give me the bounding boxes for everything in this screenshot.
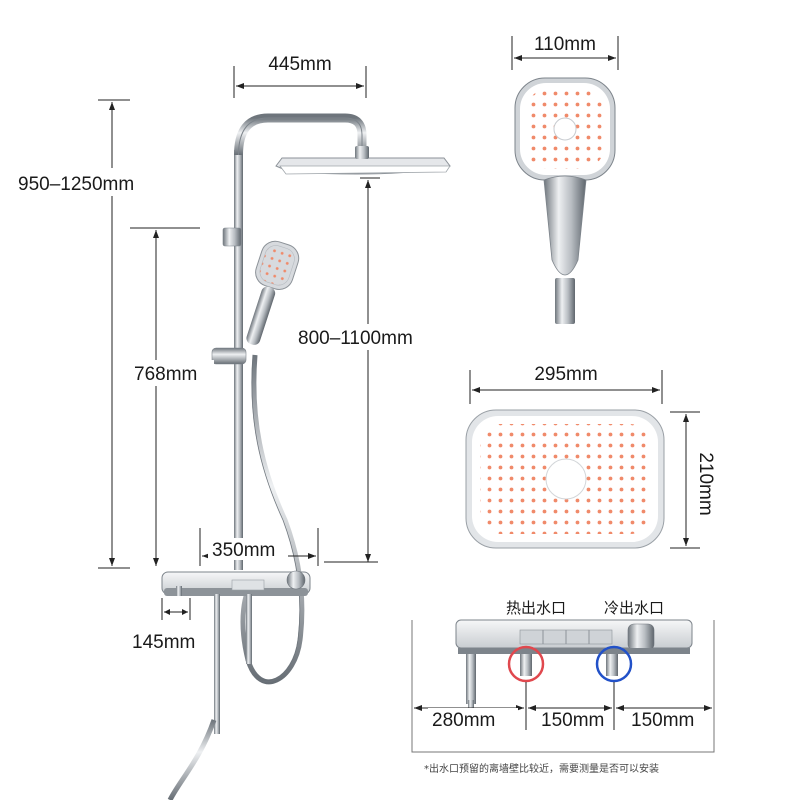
label-total-height: 950–1250mm xyxy=(18,174,134,195)
label-inlet-left: 280mm xyxy=(432,710,495,731)
label-cold-inlet: 冷出水口 xyxy=(604,599,664,617)
supply-pipe-left xyxy=(214,594,220,734)
hot-inlet-marker xyxy=(507,645,545,683)
wall-bracket-top xyxy=(222,227,242,247)
dim-total-height: 950–1250mm xyxy=(14,99,210,569)
label-mixer-depth: 145mm xyxy=(132,632,195,653)
dim-shelf-width: 350mm xyxy=(199,528,319,566)
label-top-shower-depth: 210mm xyxy=(695,452,716,515)
inlet-spacing-detail: 热出水口 冷出水口 280mm 150mm 150mm xyxy=(411,599,715,753)
hand-shower-handle xyxy=(543,175,587,276)
slide-holder xyxy=(211,347,247,365)
installation-note: *出水口预留的离墙壁比较近，需要测量是否可以安装 xyxy=(424,762,659,775)
label-inlet-center: 150mm xyxy=(541,710,604,731)
overhead-arm xyxy=(234,113,367,156)
shower-system-illustration xyxy=(161,113,451,800)
hand-shower-detail: 110mm xyxy=(511,34,619,324)
label-adjustable-height: 800–1100mm xyxy=(298,328,413,349)
label-top-shower-width: 295mm xyxy=(534,364,597,385)
label-slide-bar: 768mm xyxy=(134,364,197,385)
supply-pipe-right xyxy=(246,594,252,664)
dim-mixer-depth: 145mm xyxy=(132,598,195,653)
hand-shower-on-rail xyxy=(246,240,300,345)
hose xyxy=(240,354,305,685)
dim-adjustable-height: 800–1100mm xyxy=(296,177,446,563)
cold-inlet-marker xyxy=(595,645,633,683)
label-hand-shower-width: 110mm xyxy=(534,34,596,55)
wall-outline xyxy=(411,620,715,753)
top-shower-detail: 295mm 210mm xyxy=(465,364,716,549)
label-inlet-right: 150mm xyxy=(631,710,694,731)
label-shelf-width: 350mm xyxy=(212,540,275,561)
label-hot-inlet: 热出水口 xyxy=(506,599,566,617)
dim-arm-length: 445mm xyxy=(233,54,367,98)
label-arm-length: 445mm xyxy=(268,54,331,75)
dim-slide-bar: 768mm xyxy=(130,227,214,566)
